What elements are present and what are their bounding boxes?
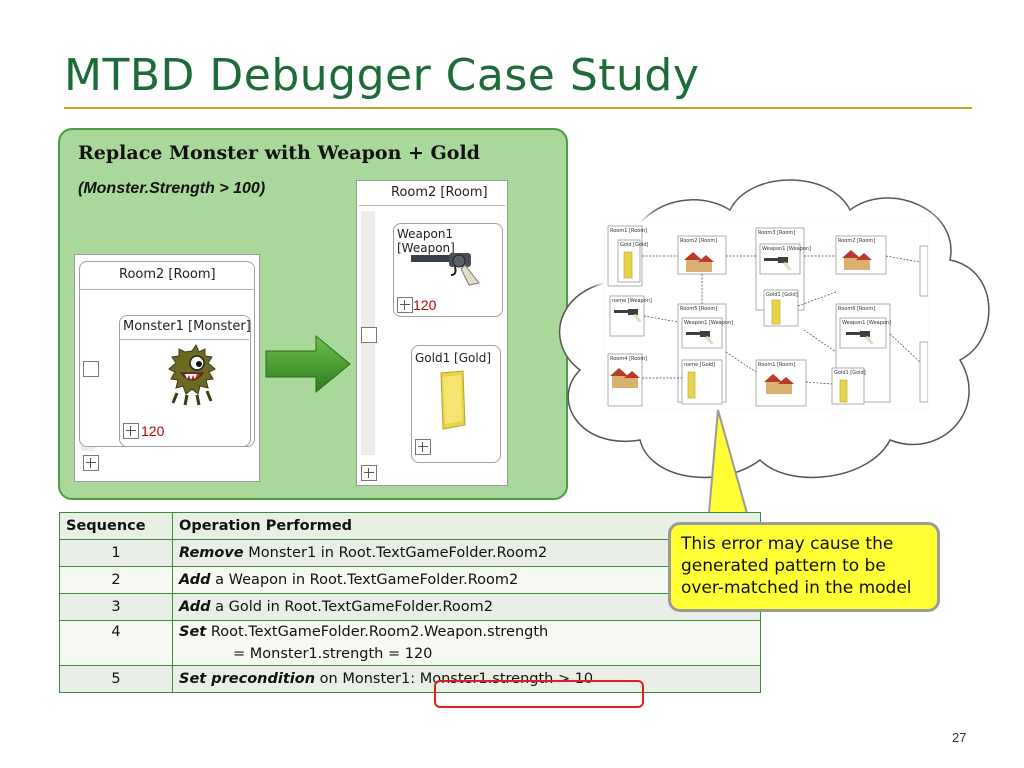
operation-text: a Weapon in Root.TextGameFolder.Room2 xyxy=(210,572,519,588)
revolver-icon xyxy=(764,257,792,270)
operations-table: Sequence Operation Performed 1 Remove Mo… xyxy=(59,512,761,693)
mini-label-weapon-top: Weapon1 [Weapon] xyxy=(762,246,811,252)
monster-strength-value: 120 xyxy=(141,423,165,439)
precondition-highlight xyxy=(434,680,644,708)
weapon-expand-button[interactable] xyxy=(397,297,413,313)
mini-label-room1-bottom: Room1 [Room] xyxy=(758,362,795,368)
mini-label-room3: Room3 [Room] xyxy=(758,230,795,236)
mini-label-weapon-right: Weapon1 [Weapon] xyxy=(842,320,891,326)
mini-label-room1: Room1 [Room] xyxy=(610,228,647,234)
monster-expand-button[interactable] xyxy=(123,423,139,439)
house-icon xyxy=(842,250,872,270)
row-operation: Set Root.TextGameFolder.Room2.Weapon.str… xyxy=(172,620,761,666)
weapon-strength-value: 120 xyxy=(413,297,437,313)
row-sequence: 2 xyxy=(59,566,173,594)
right-collapse-square[interactable] xyxy=(361,327,377,343)
operation-text: Root.TextGameFolder.Room2.Weapon.strengt… xyxy=(206,624,549,640)
page-number: 27 xyxy=(952,730,967,745)
operation-keyword: Set precondition xyxy=(179,671,316,687)
row-operation: Add a Weapon in Root.TextGameFolder.Room… xyxy=(172,566,761,594)
table-header-row: Sequence Operation Performed xyxy=(59,512,761,540)
row-sequence: 3 xyxy=(59,593,173,621)
room-expand-button[interactable] xyxy=(361,465,377,481)
gold-label: Gold1 [Gold] xyxy=(415,351,491,365)
revolver-icon xyxy=(411,253,480,286)
mini-label-room5: Room5 [Room] xyxy=(680,306,717,312)
table-row: 5 Set precondition on Monster1: Monster1… xyxy=(59,665,761,693)
slide-title: MTBD Debugger Case Study xyxy=(64,50,700,101)
right-model-window: Room2 [Room] Weapon1 [Weapon] 120 Gold1 … xyxy=(356,180,508,486)
mini-label-room-bottom: Room4 [Room] xyxy=(610,356,647,362)
operation-keyword: Remove xyxy=(179,545,244,561)
model-overview-diagram: Room1 [Room] Gold [Gold] Room2 [Room] Ro… xyxy=(607,225,929,407)
callout-tail xyxy=(706,409,752,528)
operation-text: on Monster1: Monster1.strength > 10 xyxy=(315,671,594,687)
left-collapse-square[interactable] xyxy=(83,361,99,377)
revolver-icon xyxy=(846,331,874,344)
left-model-window: Room2 [Room] Monster1 [Monster] 120 xyxy=(74,254,260,482)
mini-label-gold-bottom: Gold1 [Gold] xyxy=(834,370,866,376)
house-icon xyxy=(610,368,640,388)
table-row: 3 Add a Gold in Root.TextGameFolder.Room… xyxy=(59,593,761,621)
mini-label-name-gold: name [Gold] xyxy=(684,362,715,368)
table-row: 4 Set Root.TextGameFolder.Room2.Weapon.s… xyxy=(59,620,761,666)
row-operation: Set precondition on Monster1: Monster1.s… xyxy=(172,665,761,693)
revolver-icon xyxy=(614,309,642,322)
house-icon xyxy=(684,252,714,272)
mini-label-gold: Gold [Gold] xyxy=(620,242,649,248)
row-sequence: 1 xyxy=(59,539,173,567)
revolver-icon xyxy=(686,331,714,344)
room-expand-button[interactable] xyxy=(83,455,99,471)
operation-keyword: Add xyxy=(179,572,211,588)
operation-text: Monster1 in Root.TextGameFolder.Room2 xyxy=(243,545,548,561)
sequence-header: Sequence xyxy=(59,512,173,540)
model-overview-thumbnail: Room1 [Room] Gold [Gold] Room2 [Room] Ro… xyxy=(604,222,929,408)
row-operation: Remove Monster1 in Root.TextGameFolder.R… xyxy=(172,539,761,567)
operation-text: a Gold in Root.TextGameFolder.Room2 xyxy=(210,599,493,615)
room-divider xyxy=(359,205,505,206)
row-sequence: 4 xyxy=(59,620,173,666)
mini-label-gold-mid: Gold1 [Gold] xyxy=(766,292,798,298)
house-icon xyxy=(764,374,794,394)
mini-label-room-right: Room2 [Room] xyxy=(838,238,875,244)
room-label: Room2 [Room] xyxy=(119,267,216,282)
title-rule xyxy=(64,107,972,109)
operation-text-continued: = Monster1.strength = 120 xyxy=(233,646,433,662)
weapon-label: Weapon1 [Weapon] xyxy=(397,227,455,255)
table-row: 2 Add a Weapon in Root.TextGameFolder.Ro… xyxy=(59,566,761,594)
room-divider xyxy=(79,289,255,290)
operation-keyword: Set xyxy=(179,624,207,640)
table-row: 1 Remove Monster1 in Root.TextGameFolder… xyxy=(59,539,761,567)
monster-label: Monster1 [Monster] xyxy=(123,319,251,334)
monster-divider xyxy=(119,339,249,340)
operation-keyword: Add xyxy=(179,599,211,615)
mini-label-weapon-left: name [Weapon] xyxy=(612,298,652,304)
row-sequence: 5 xyxy=(59,665,173,693)
right-arrow-icon xyxy=(265,334,351,394)
panel-condition: (Monster.Strength > 100) xyxy=(78,180,266,197)
gold-expand-button[interactable] xyxy=(415,439,431,455)
gold-bar-icon xyxy=(440,370,466,430)
error-callout: This error may cause the generated patte… xyxy=(668,522,940,612)
mini-label-room2: Room2 [Room] xyxy=(680,238,717,244)
operation-header: Operation Performed xyxy=(172,512,761,540)
monster-icon xyxy=(168,343,216,406)
mini-label-weapon-mid: Weapon1 [Weapon] xyxy=(684,320,733,326)
row-operation: Add a Gold in Root.TextGameFolder.Room2 xyxy=(172,593,761,621)
panel-heading: Replace Monster with Weapon + Gold xyxy=(78,142,480,164)
room-label: Room2 [Room] xyxy=(391,185,488,200)
mini-label-room4: Room6 [Room] xyxy=(838,306,875,312)
